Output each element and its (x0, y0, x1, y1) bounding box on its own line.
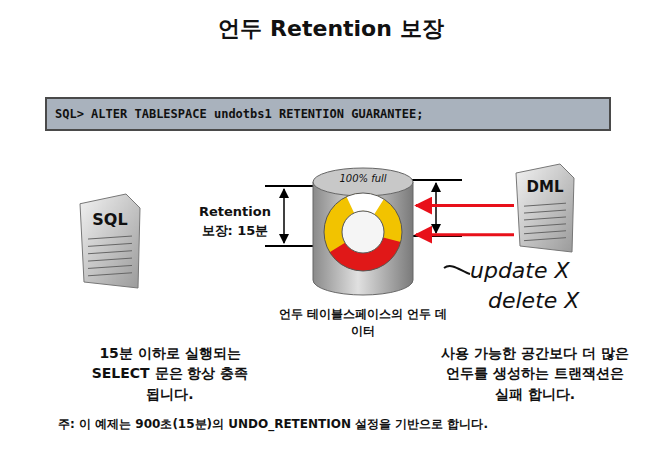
document-icon (514, 162, 576, 254)
handwritten-note: update X (470, 258, 570, 283)
document-icon (78, 192, 142, 290)
footnote: 주: 이 예제는 900초(15분)의 UNDO_RETENTION 설정을 기… (58, 416, 648, 433)
note-text: 사용 가능한 공간보다 더 많은 언두를 생성하는 트랜잭션은 실패 합니다. (440, 343, 630, 404)
node-text: DML (514, 162, 576, 196)
note-text: 15분 이하로 실행되는 SELECT 문은 항상 충족됩니다. (85, 343, 255, 404)
undo-tablespace: 100% full언두 테이블스페이스의 언두 데이터 (310, 166, 416, 298)
command-box: SQL> ALTER TABLESPACE undotbs1 RETENTION… (45, 97, 611, 131)
node-text: SQL> ALTER TABLESPACE undotbs1 RETENTION… (55, 107, 423, 121)
tablespace-cylinder (310, 166, 416, 298)
node-text: 100% full (310, 166, 416, 184)
bracket-tick (265, 245, 318, 247)
dml-document: DML (514, 162, 576, 254)
hand-stroke (444, 266, 470, 274)
flow-arrow (416, 233, 514, 236)
dimension-line (435, 183, 437, 233)
dimension-line (283, 189, 285, 243)
bracket-tick (410, 179, 462, 181)
dimension-label: Retention 보장: 15분 (193, 203, 277, 241)
node-caption: 언두 테이블스페이스의 언두 데이터 (275, 306, 451, 340)
title: 언두 Retention 보장 (0, 14, 662, 44)
node-text: SQL (78, 192, 142, 229)
flow-arrow (416, 204, 514, 207)
bracket-tick (265, 185, 318, 187)
handwritten-note: delete X (488, 288, 579, 313)
sql-document: SQL (78, 192, 142, 290)
